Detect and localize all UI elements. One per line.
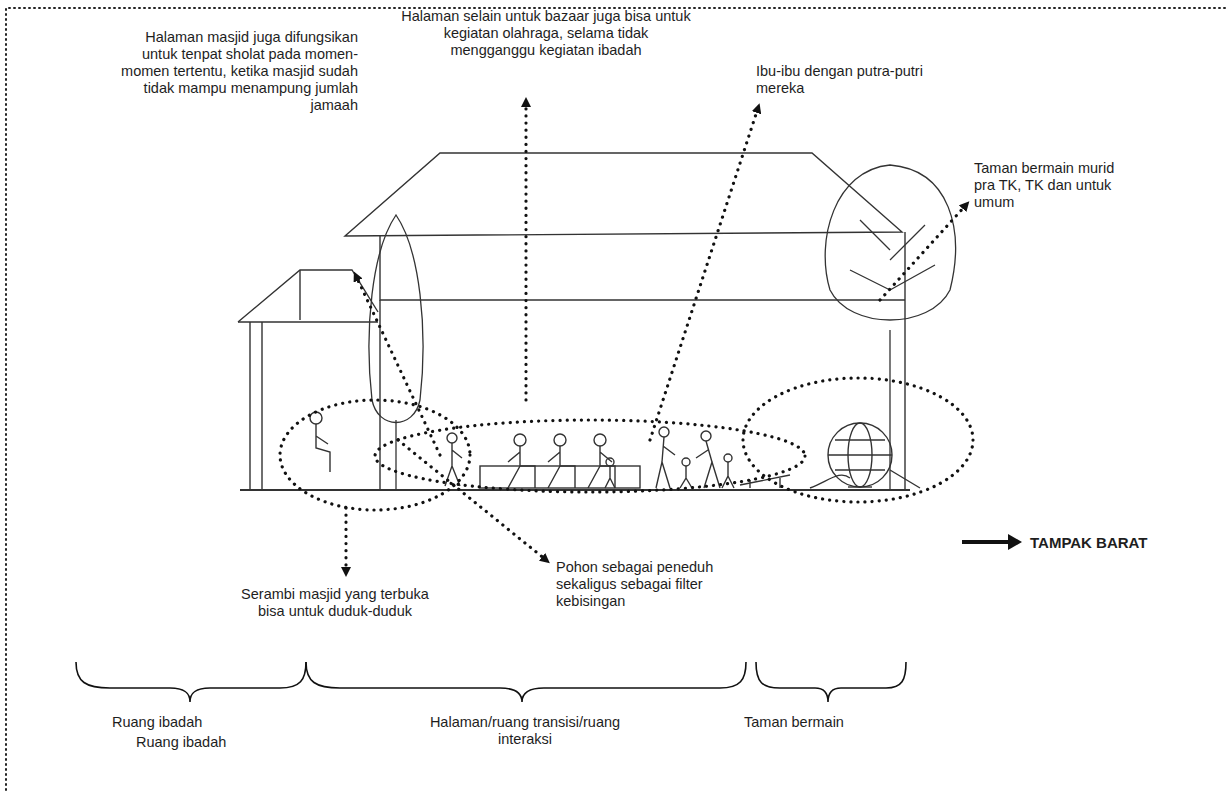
leader-lines [346,102,966,572]
frame [6,8,1229,790]
trees [369,165,955,490]
zone-label: Halaman/ruang transisi/ruang interaksi [420,714,630,748]
note-text: Halaman selain untuk bazaar juga bisa un… [400,8,692,59]
zone-outlines [280,378,973,510]
note-text: Ibu-ibu dengan putra-putri mereka [756,63,934,97]
zone-label: Ruang ibadah [112,714,242,731]
view-arrowhead [1008,534,1022,550]
view-label: TAMPAK BARAT [1030,534,1160,551]
people [310,412,734,488]
playground [740,423,920,488]
note-text: Taman bermain murid pra TK, TK dan untuk… [974,160,1134,211]
zone-brackets [76,662,906,702]
zone-label: Taman bermain [744,714,884,731]
mosque-building [238,153,910,490]
zone-label: Ruang ibadah [136,734,266,751]
note-text: Serambi masjid yang terbuka bisa untuk d… [240,586,430,620]
view-arrow [962,540,1010,544]
note-text: Pohon sebagai peneduh sekaligus sebagai … [556,559,776,610]
note-text: Halaman masjid juga difungsikan untuk te… [112,29,358,114]
